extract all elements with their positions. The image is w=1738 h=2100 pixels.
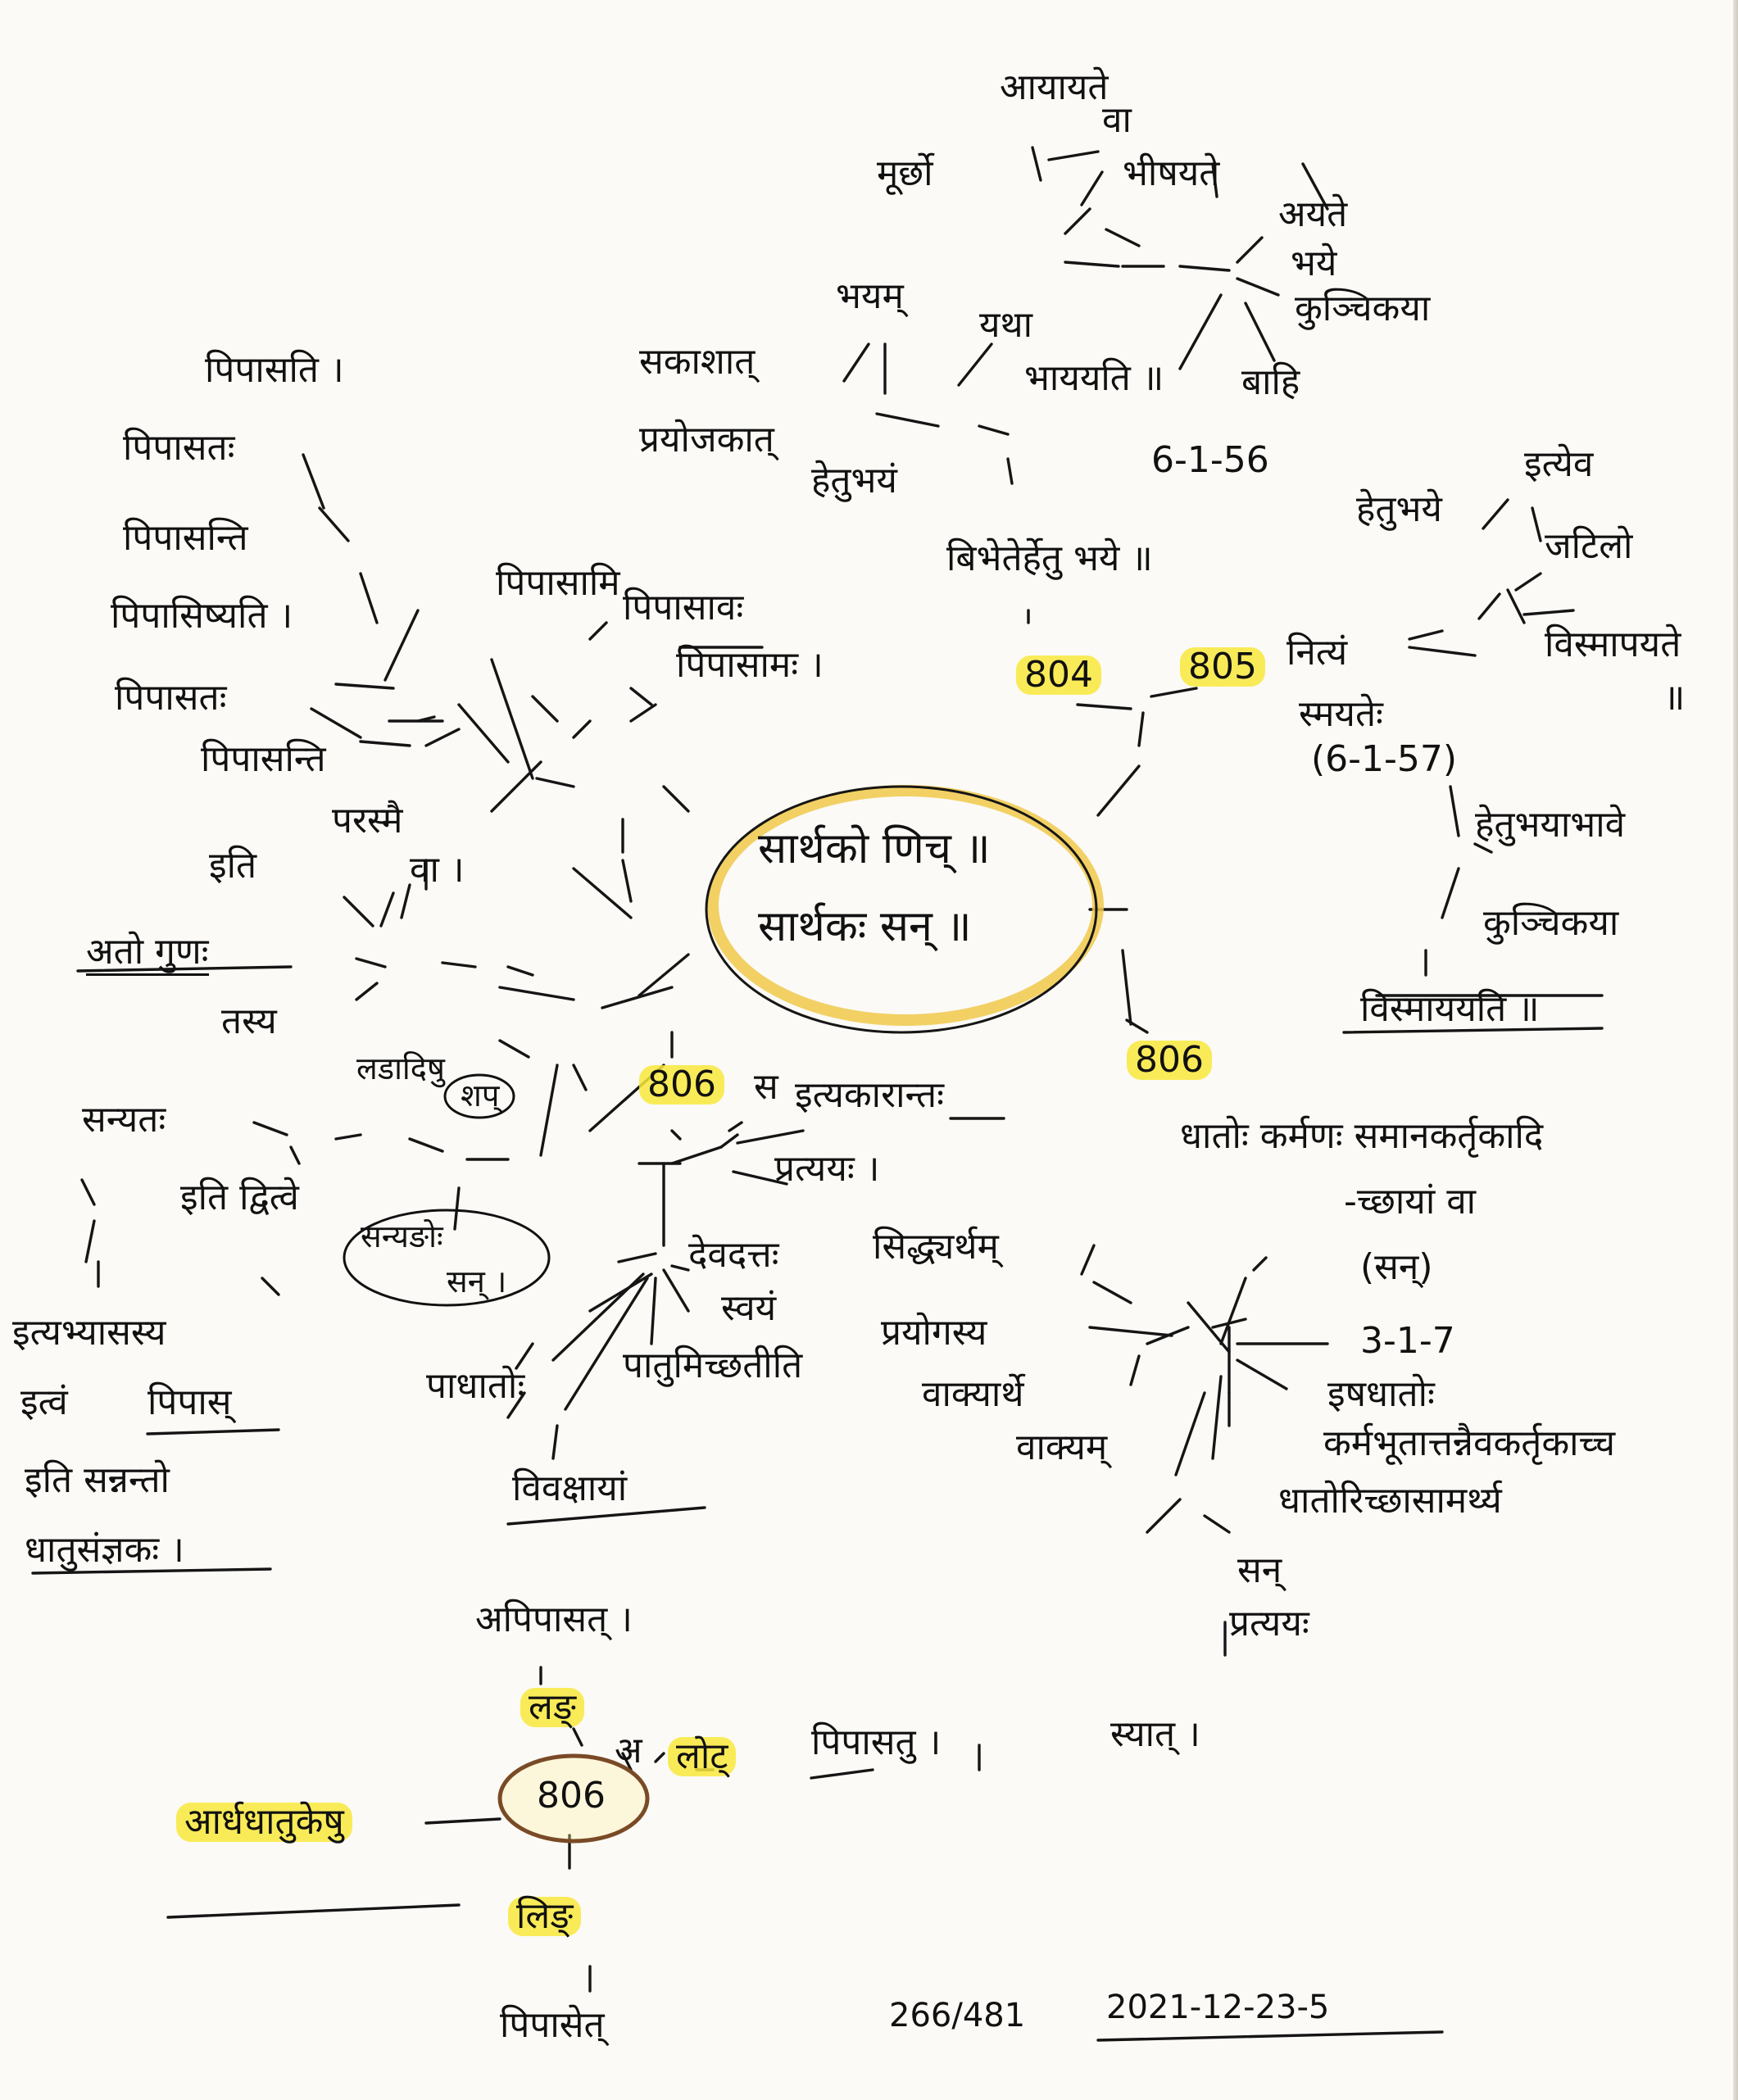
node-ishadhatoh: इषधातोः (1327, 1373, 1435, 1415)
node-iti-sannanto: इति सन्नन्तो (25, 1459, 170, 1501)
sanyatoh-oval (343, 1209, 551, 1307)
node-smayateh: स्मयतेः (1299, 693, 1383, 735)
node-pipasati: पिपासति । (205, 349, 344, 391)
node-parasmai: परस्मै (332, 800, 403, 841)
sutra-804: बिभेतेर्हेतु भये ॥ (946, 537, 1153, 579)
node-ato-gunah: अतो गुणः (86, 934, 209, 976)
node-prayogasya: प्रयोगस्य (881, 1312, 987, 1354)
node-yatha: यथा (979, 304, 1033, 346)
node-ityabhyasa: इत्यभ्यासस्य (12, 1312, 166, 1354)
node-san-left: सन् । (447, 1263, 507, 1299)
node-ayayate: आयायते (1000, 66, 1109, 108)
node-pipasatah: पिपासतः (115, 677, 227, 719)
node-itvam: इत्वं (20, 1381, 68, 1423)
node-vivakshayam: विवक्षायां (512, 1467, 628, 1509)
node-ladadishu: लडादिषु (356, 1050, 445, 1086)
node-sanyatoh: सन्यङोः (361, 1218, 443, 1254)
node-va-left: वा । (410, 849, 465, 891)
node-va: भीषयते (1123, 152, 1220, 194)
node-pipasamah: पिपासामः । (676, 644, 824, 686)
node-pipasanti: पिपासन्ति (201, 738, 326, 780)
node-murchho: मूर्छो (877, 152, 933, 194)
badge-805: 805 (1180, 647, 1265, 687)
node-kunchikena: कुञ्चिकया (1483, 902, 1619, 944)
date-stamp: 2021-12-23-5 (1106, 1989, 1330, 2026)
node-pipaset: पिपासेत् (500, 2004, 605, 2046)
node-bhaye: भये (1291, 243, 1337, 284)
node-devadatta: देवदत्तः (688, 1234, 779, 1276)
node-syat: स्यात् । (1110, 1713, 1200, 1755)
node-apipasat: अपिपासत् । (475, 1599, 633, 1640)
ref-6-1-57: (6-1-57) (1311, 738, 1458, 780)
node-slashes: ॥ (1663, 677, 1686, 719)
sutra-806-text: धातोः कर्मणः समानकर्तृकादि (1180, 1115, 1544, 1157)
node-lang: लङ् (520, 1688, 584, 1727)
badge-806-mid: 806 (639, 1065, 724, 1104)
node-vakyarthe: वाक्यार्थे (922, 1373, 1024, 1415)
badge-804: 804 (1016, 655, 1101, 695)
ref-6-1-56: 6-1-56 (1151, 439, 1269, 481)
node-pipasatu: पिपासतु । (811, 1721, 942, 1763)
center-highlight-ring (707, 785, 1104, 1026)
center-line-1: सार्थको णिच् ॥ (758, 824, 991, 873)
node-bhayayati: भाययति ॥ (1024, 357, 1164, 399)
node-pipasatih: पिपासतः (123, 427, 235, 469)
node-hetubhaye-right: हेतुभये (1356, 488, 1442, 530)
node-kunchikaya: कुञ्चिकया (1295, 288, 1431, 329)
node-ardhadhatukeshu: आर्धधातुकेषु (176, 1803, 352, 1842)
node-lot: लोट् (668, 1737, 737, 1776)
node-karmabhuta: कर्मभूतात्तन्नैवकर्तृकाच्च (1323, 1422, 1616, 1464)
badge-806-bottom: 806 (537, 1775, 606, 1817)
node-iti: इति (209, 845, 257, 887)
node-hetubhayabhave: हेतुभयाभावे (1475, 804, 1626, 846)
page-number: 266/481 (889, 1997, 1026, 2034)
node-pa-atu: पातुमिच्छतीति (623, 1345, 803, 1386)
node-jatilo: जटिलो (1545, 525, 1633, 567)
node-ityakaranta: इत्यकारान्तः (795, 1074, 944, 1116)
center-line-2: सार्थकः सन् ॥ (758, 902, 972, 951)
node-dhatusanjna: धातुसंज्ञकः । (25, 1529, 184, 1571)
node-san2: सन् (1237, 1549, 1282, 1591)
shap-oval (443, 1073, 515, 1119)
node-vismayayati: विस्माययति ॥ (1360, 988, 1540, 1030)
bottom-806-oval (497, 1753, 650, 1844)
node-bhayam: भयम् (836, 275, 904, 317)
badge-806-right: 806 (1127, 1041, 1212, 1080)
node-ling: लिङ् (508, 1897, 582, 1936)
node-bhayate: अयते (1278, 193, 1348, 235)
node-bhishayate: वा (1102, 99, 1132, 141)
node-pipasasi: पिपासन्ति (123, 517, 248, 559)
node-siddhaarth: सिद्ध्यर्थम् (873, 1226, 999, 1268)
node-arrow-a: अ (615, 1730, 642, 1771)
node-pipas: पिपास् (147, 1381, 232, 1423)
node-pipasishyati: पिपासिष्यति । (111, 595, 293, 637)
node-sa: स (754, 1066, 778, 1108)
node-svayam: स्वयं (721, 1287, 777, 1329)
node-ityeva: इत्येव (1524, 443, 1594, 485)
node-sakashat: सकाशात् (639, 341, 756, 383)
node-pipasami: पिपासामि (496, 562, 620, 604)
node-nitye: नित्यं (1286, 632, 1348, 674)
node-pa-dhatoh: पाधातोः (426, 1365, 525, 1407)
node-vismapayate: विस्मापयते (1545, 624, 1681, 665)
node-pipasavah: पिपासावः (623, 587, 744, 628)
node-hetubhaye-top: हेतुभयं (811, 460, 897, 501)
sutra-806-san: (सन्) (1360, 1246, 1433, 1288)
node-pratyayah-mid: प्रत्ययः । (774, 1148, 880, 1190)
node-prayojakat: प्रयोजकात् (639, 419, 774, 460)
node-vakyam: वाक्यम् (1016, 1426, 1108, 1468)
node-sanyatah: सन्यतः (82, 1099, 166, 1141)
sutra-806-text2: -च्छायां वा (1344, 1181, 1477, 1222)
node-pratyayah-right: प्रत्ययः (1229, 1603, 1309, 1644)
sutra-806-ref: 3-1-7 (1360, 1320, 1455, 1362)
node-shap: शप् (461, 1077, 500, 1113)
node-dhatorichha: धातोरिच्छासामर्थ्य (1278, 1480, 1502, 1522)
node-iti-dvitve: इति द्वित्वे (180, 1177, 299, 1218)
node-tasya: तस्य (221, 1000, 277, 1042)
node-bahi: बाहि (1241, 361, 1300, 403)
